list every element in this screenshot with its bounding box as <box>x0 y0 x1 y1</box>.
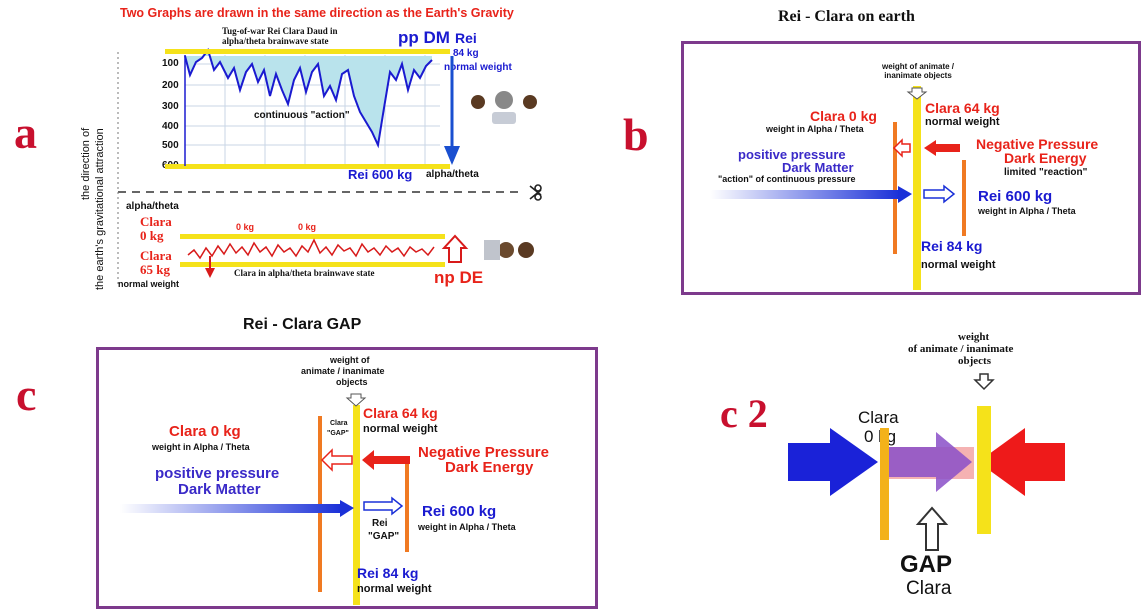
zero-kg-marker: 0 kg <box>236 222 255 232</box>
clara-0-label-c: Clara 0 kg <box>169 423 241 440</box>
dark-energy-label: Dark Energy <box>1004 150 1087 166</box>
gap-clara-label: Clara <box>906 578 952 599</box>
pos-pressure-label: positive pressure <box>738 147 846 162</box>
y-tick: 400 <box>162 121 179 132</box>
panel-b-title: Rei - Clara on earth <box>778 8 915 25</box>
scale-icon <box>492 112 516 124</box>
avatar <box>523 95 537 109</box>
normal-weight-label-c: normal weight <box>363 423 438 435</box>
objects-label: objects <box>336 377 368 387</box>
pos-pressure-label-c: positive pressure <box>155 465 280 482</box>
clara-gap-1: Clara <box>330 420 348 427</box>
weight-label-c2: weight <box>958 331 990 343</box>
avatar <box>518 242 534 258</box>
normal-weight-bottom: normal weight <box>118 279 180 289</box>
normal-weight-label-b: normal weight <box>921 259 996 271</box>
clara-state: Clara in alpha/theta brainwave state <box>234 268 375 278</box>
alpha-theta-left: alpha/theta <box>126 201 179 212</box>
clara-gap-2: "GAP" <box>327 430 349 437</box>
y-tick: 300 <box>162 101 179 112</box>
dark-matter-label-c: Dark Matter <box>178 481 261 498</box>
y-tick: 500 <box>162 140 179 151</box>
rei-600-label-c: Rei 600 kg <box>422 503 497 520</box>
panel-b-diagram <box>710 86 966 290</box>
clara-label: Clara <box>140 214 172 229</box>
avatar <box>498 242 514 258</box>
rei-84-label-c: Rei 84 kg <box>357 565 419 581</box>
rei-600-label: Rei 600 kg <box>348 167 413 182</box>
avatar <box>495 91 513 109</box>
np-de-label: np DE <box>434 268 484 287</box>
purple-arrow <box>886 432 972 492</box>
blue-arrow <box>788 428 878 496</box>
animate-label: animate / inanimate <box>301 366 385 376</box>
panel-a-graph <box>117 47 542 285</box>
clara-label-bottom: Clara <box>140 248 172 263</box>
panel-b-frame <box>681 41 1141 295</box>
avatar <box>471 95 485 109</box>
neg-pressure-label: Negative Pressure <box>976 136 1099 152</box>
panel-letter-c2: c 2 <box>720 391 768 436</box>
clara-64-label-c: Clara 64 kg <box>363 405 438 421</box>
rei-84-label: Rei 84 kg <box>921 238 983 254</box>
panel-c-frame <box>96 347 598 609</box>
weight-alpha-label-c: weight in Alpha / Theta <box>152 442 250 452</box>
up-arrow-icon <box>915 506 949 551</box>
pp-dm-label: pp DM <box>398 28 450 47</box>
weight-of-label: weight of <box>330 355 370 365</box>
weight-alpha-label-b: weight in Alpha / Theta <box>978 206 1076 216</box>
panel-letter-b: b <box>623 109 649 160</box>
alpha-theta-right: alpha/theta <box>426 169 479 180</box>
rei-normal-weight: normal weight <box>444 62 512 73</box>
weight-objects-label: weight of animate / inanimate objects <box>882 62 955 80</box>
weight-alpha-label: weight in Alpha / Theta <box>766 124 864 134</box>
action-continuous-label: "action" of continuous pressure <box>718 174 856 184</box>
continuous-action-label: continuous "action" <box>254 110 350 121</box>
rei-gap-1: Rei <box>372 518 388 529</box>
limited-reaction-label: limited "reaction" <box>1004 167 1088 178</box>
neg-pressure-label-c: Negative Pressure <box>418 444 549 461</box>
clara-65kg: 65 kg <box>140 262 170 277</box>
y-tick: 200 <box>162 80 179 91</box>
dark-matter-label: Dark Matter <box>782 160 854 175</box>
clara-0kg: 0 kg <box>140 228 164 243</box>
scissors-icon <box>529 184 542 201</box>
normal-weight-label: normal weight <box>925 116 1000 128</box>
panel-c-title: Rei - Clara GAP <box>243 316 362 333</box>
rei-gap-2: "GAP" <box>368 531 400 542</box>
weight-alpha-label-c2: weight in Alpha / Theta <box>418 522 516 532</box>
rei-weight: 84 kg <box>453 48 479 59</box>
panel-letter-a: a <box>14 107 37 158</box>
clara-64-label: Clara 64 kg <box>925 100 1000 116</box>
objects-label-c2: objects <box>958 355 991 367</box>
gap-label: GAP <box>900 551 953 578</box>
panel-a-subtitle: Tug-of-war Rei Clara Daud in alpha/theta… <box>222 26 338 46</box>
clara-label-c2: Clara <box>858 408 899 427</box>
normal-weight-label-c2: normal weight <box>357 583 432 595</box>
animate-label-c2: of animate / inanimate <box>908 343 1014 355</box>
zero-kg-marker: 0 kg <box>298 222 317 232</box>
dark-energy-label-c: Dark Energy <box>445 459 534 476</box>
rei-600-label-b: Rei 600 kg <box>978 188 1053 205</box>
clara-0-label: Clara 0 kg <box>810 108 877 124</box>
red-arrow <box>978 428 1065 496</box>
y-tick: 100 <box>162 58 179 69</box>
scale-icon <box>484 240 500 260</box>
panel-letter-c: c <box>16 369 37 420</box>
down-arrow-icon <box>973 373 995 391</box>
panel-a-title: Two Graphs are drawn in the same directi… <box>120 6 514 20</box>
rei-label: Rei <box>455 30 477 46</box>
